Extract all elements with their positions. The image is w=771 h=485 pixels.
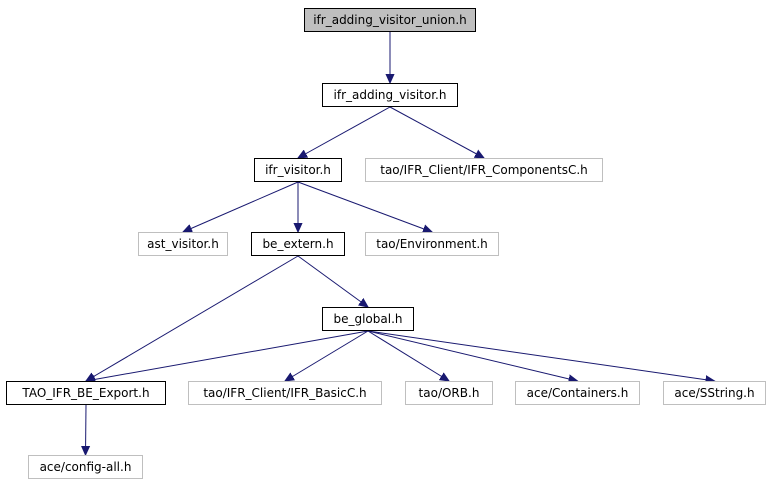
node-ifr-visitor[interactable]: ifr_visitor.h — [254, 158, 342, 182]
node-tao-environment: tao/Environment.h — [365, 232, 499, 256]
edge-be_global-to-orb — [367, 330, 449, 381]
node-ifr-adding-visitor-union: ifr_adding_visitor_union.h — [304, 8, 476, 32]
edge-be_global-to-containers — [367, 330, 578, 381]
edge-be_global-to-be_export — [86, 330, 369, 381]
node-ifr-components-c: tao/IFR_Client/IFR_ComponentsC.h — [365, 158, 603, 182]
edge-adding_visitor-to-components_c — [389, 106, 484, 158]
edge-ifr_visitor-to-environment — [297, 181, 432, 232]
node-be-global[interactable]: be_global.h — [322, 307, 414, 331]
node-ace-config-all: ace/config-all.h — [28, 455, 143, 479]
node-ifr-adding-visitor[interactable]: ifr_adding_visitor.h — [322, 83, 458, 107]
node-ace-containers: ace/Containers.h — [515, 381, 640, 405]
edge-be_extern-to-be_export — [86, 255, 299, 381]
edge-be_extern-to-be_global — [297, 255, 368, 307]
edge-be_global-to-sstring — [367, 330, 715, 381]
node-ifr-basic-c: tao/IFR_Client/IFR_BasicC.h — [188, 381, 382, 405]
node-ace-sstring: ace/SString.h — [663, 381, 766, 405]
edge-be_global-to-basic_c — [285, 330, 369, 381]
node-tao-ifr-be-export[interactable]: TAO_IFR_BE_Export.h — [6, 381, 166, 405]
node-ast-visitor: ast_visitor.h — [138, 232, 228, 256]
edge-ifr_visitor-to-ast_visitor — [183, 181, 299, 232]
edge-be_export-to-config_all — [86, 404, 87, 455]
edge-adding_visitor-to-ifr_visitor — [298, 106, 391, 158]
node-be-extern[interactable]: be_extern.h — [251, 232, 345, 256]
node-tao-orb: tao/ORB.h — [405, 381, 493, 405]
